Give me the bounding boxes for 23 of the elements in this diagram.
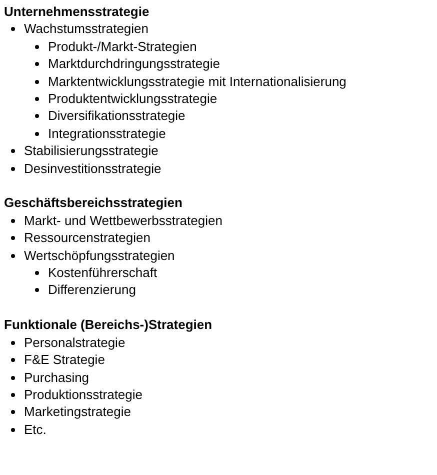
bullet-item: Desinvestitionsstrategie: [24, 160, 162, 178]
bullet-item: Marktentwicklungsstrategie mit Internationalisierung: [48, 72, 346, 90]
bullet-item: Produktionsstrategie: [24, 386, 143, 404]
bullet-item: Kostenführerschaft: [48, 264, 158, 282]
bullet-item: Etc.: [24, 420, 46, 438]
bullet-item: Wertschöpfungsstrategien: [24, 246, 175, 264]
bullet-item: Marketingstrategie: [24, 403, 131, 421]
bullet-item: Produkt-/Markt-Strategien: [48, 38, 197, 56]
bullet-item: Diversifikationsstrategie: [48, 107, 186, 125]
bullet-item: Personalstrategie: [24, 334, 126, 352]
section-heading: Unternehmensstrategie: [4, 3, 150, 20]
section-heading: Geschäftsbereichsstrategien: [4, 194, 182, 212]
section-heading: Funktionale (Bereichs-)Strategien: [4, 316, 212, 334]
bullet-item: Ressourcenstrategien: [24, 229, 150, 247]
bullet-item: Marktdurchdringungsstrategie: [48, 55, 220, 73]
bullet-item: Produktentwicklungsstrategie: [48, 90, 218, 108]
bullet-item: Integrationsstrategie: [48, 124, 166, 142]
bullet-item: F&E Strategie: [24, 351, 105, 368]
bullet-item: Markt- und Wettbewerbsstrategien: [24, 212, 222, 230]
bullet-item: Purchasing: [24, 368, 90, 386]
bullet-item: Stabilisierungsstrategie: [24, 142, 158, 160]
bullet-item: Differenzierung: [48, 281, 136, 299]
bullet-item: Wachstumsstrategien: [24, 20, 149, 38]
